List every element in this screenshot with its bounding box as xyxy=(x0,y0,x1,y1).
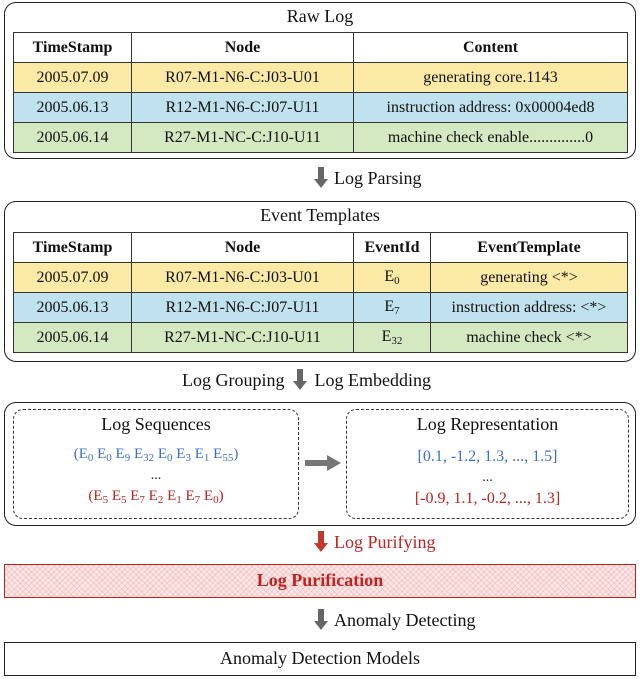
header-eventid: EventId xyxy=(353,232,431,263)
step-log-parsing: Log Parsing xyxy=(308,167,422,189)
cell-node: R27-M1-NC-C:J10-U11 xyxy=(131,322,354,353)
right-arrow-icon xyxy=(303,455,343,471)
event-templates-table: TimeStamp Node EventId EventTemplate 200… xyxy=(13,232,628,353)
log-sequence-2: (E5 E5 E7 E2 E1 E7 E0) xyxy=(88,488,224,506)
header-timestamp: TimeStamp xyxy=(13,32,132,63)
table-row: 2005.06.14 R27-M1-NC-C:J10-U11 E32 machi… xyxy=(13,322,628,353)
event-templates-title: Event Templates xyxy=(260,205,380,225)
representation-vector-2: [-0.9, 1.1, -0.2, ..., 1.3] xyxy=(414,490,561,507)
event-token: E5 xyxy=(111,488,127,506)
event-templates-panel: Event Templates TimeStamp Node EventId E… xyxy=(4,201,636,362)
cell-node: R07-M1-N6-C:J03-U01 xyxy=(131,62,354,93)
log-representation-title: Log Representation xyxy=(416,414,559,434)
event-token: E9 xyxy=(115,446,131,464)
cell-timestamp: 2005.06.14 xyxy=(13,322,132,353)
cell-node: R07-M1-N6-C:J03-U01 xyxy=(131,262,354,293)
down-arrow-icon xyxy=(314,609,328,631)
log-sequence-1: (E0 E0 E9 E32 E0 E3 E1 E55) xyxy=(73,446,239,464)
header-timestamp: TimeStamp xyxy=(13,232,132,263)
step-label: Log Purifying xyxy=(334,531,436,552)
step-label-grouping: Log Grouping xyxy=(182,369,285,390)
cell-timestamp: 2005.06.13 xyxy=(13,92,132,123)
event-token: E0 xyxy=(78,446,94,464)
table-header-row: TimeStamp Node Content xyxy=(13,32,628,63)
step-grouping-embedding: Log Grouping Log Embedding xyxy=(182,369,431,391)
event-token: E1 xyxy=(167,488,182,506)
table-row: 2005.06.14 R27-M1-NC-C:J10-U11 machine c… xyxy=(13,122,628,153)
event-token: E32 xyxy=(133,446,155,464)
cell-timestamp: 2005.07.09 xyxy=(13,262,132,293)
representation-ellipsis: ... xyxy=(482,470,493,485)
raw-log-title: Raw Log xyxy=(286,6,354,26)
table-header-row: TimeStamp Node EventId EventTemplate xyxy=(13,232,628,263)
event-token: E1 xyxy=(194,446,210,464)
cell-timestamp: 2005.06.13 xyxy=(13,292,132,323)
step-anomaly-detecting: Anomaly Detecting xyxy=(308,609,475,631)
event-token: E3 xyxy=(176,446,191,464)
header-eventtemplate: EventTemplate xyxy=(430,232,628,263)
cell-template: generating <*> xyxy=(430,262,628,293)
step-label-embedding: Log Embedding xyxy=(314,369,431,390)
event-token: E5 xyxy=(93,488,109,506)
cell-eventid: E0 xyxy=(353,262,431,293)
event-token: E7 xyxy=(185,488,201,506)
log-sequences-title: Log Sequences xyxy=(101,414,211,434)
step-log-purifying: Log Purifying xyxy=(308,531,436,553)
cell-content: instruction address: 0x00004ed8 xyxy=(353,92,628,123)
anomaly-detection-models-box: Anomaly Detection Models xyxy=(4,642,636,676)
table-row: 2005.07.09 R07-M1-N6-C:J03-U01 E0 genera… xyxy=(13,262,628,293)
representation-vector-1: [0.1, -1.2, 1.3, ..., 1.5] xyxy=(417,448,558,465)
event-token: E0 xyxy=(97,446,112,464)
cell-template: machine check <*> xyxy=(430,322,628,353)
log-representation-box: Log Representation [0.1, -1.2, 1.3, ...,… xyxy=(346,409,629,519)
event-token: E2 xyxy=(148,488,164,506)
step-label: Log Parsing xyxy=(334,167,422,188)
table-row: 2005.06.13 R12-M1-N6-C:J07-U11 E7 instru… xyxy=(13,292,628,323)
header-node: Node xyxy=(131,232,354,263)
cell-content: machine check enable..............0 xyxy=(353,122,628,153)
cell-content: generating core.1143 xyxy=(353,62,628,93)
cell-node: R12-M1-N6-C:J07-U11 xyxy=(131,292,354,323)
down-arrow-icon xyxy=(314,167,328,189)
cell-node: R27-M1-NC-C:J10-U11 xyxy=(131,122,354,153)
sequence-ellipsis: ... xyxy=(150,468,162,483)
log-sequences-box: Log Sequences (E0 E0 E9 E32 E0 E3 E1 E55… xyxy=(13,409,299,519)
event-token: E7 xyxy=(130,488,145,506)
cell-eventid: E7 xyxy=(353,292,431,323)
raw-log-panel: Raw Log TimeStamp Node Content 2005.07.0… xyxy=(4,2,636,159)
down-arrow-icon xyxy=(314,531,328,553)
event-token: E0 xyxy=(203,488,219,506)
header-content: Content xyxy=(353,32,628,63)
header-node: Node xyxy=(131,32,354,63)
cell-template: instruction address: <*> xyxy=(430,292,628,323)
table-row: 2005.07.09 R07-M1-N6-C:J03-U01 generatin… xyxy=(13,62,628,93)
sequence-representation-panel: Log Sequences (E0 E0 E9 E32 E0 E3 E1 E55… xyxy=(4,402,636,526)
step-label: Anomaly Detecting xyxy=(334,609,476,630)
cell-timestamp: 2005.07.09 xyxy=(13,62,132,93)
log-purification-box: Log Purification xyxy=(4,564,636,598)
cell-timestamp: 2005.06.14 xyxy=(13,122,132,153)
event-token: E0 xyxy=(157,446,173,464)
raw-log-table: TimeStamp Node Content 2005.07.09 R07-M1… xyxy=(13,32,628,153)
cell-eventid: E32 xyxy=(353,322,431,353)
table-row: 2005.06.13 R12-M1-N6-C:J07-U11 instructi… xyxy=(13,92,628,123)
down-arrow-icon xyxy=(292,369,307,391)
cell-node: R12-M1-N6-C:J07-U11 xyxy=(131,92,354,123)
event-token: E55 xyxy=(213,446,234,464)
